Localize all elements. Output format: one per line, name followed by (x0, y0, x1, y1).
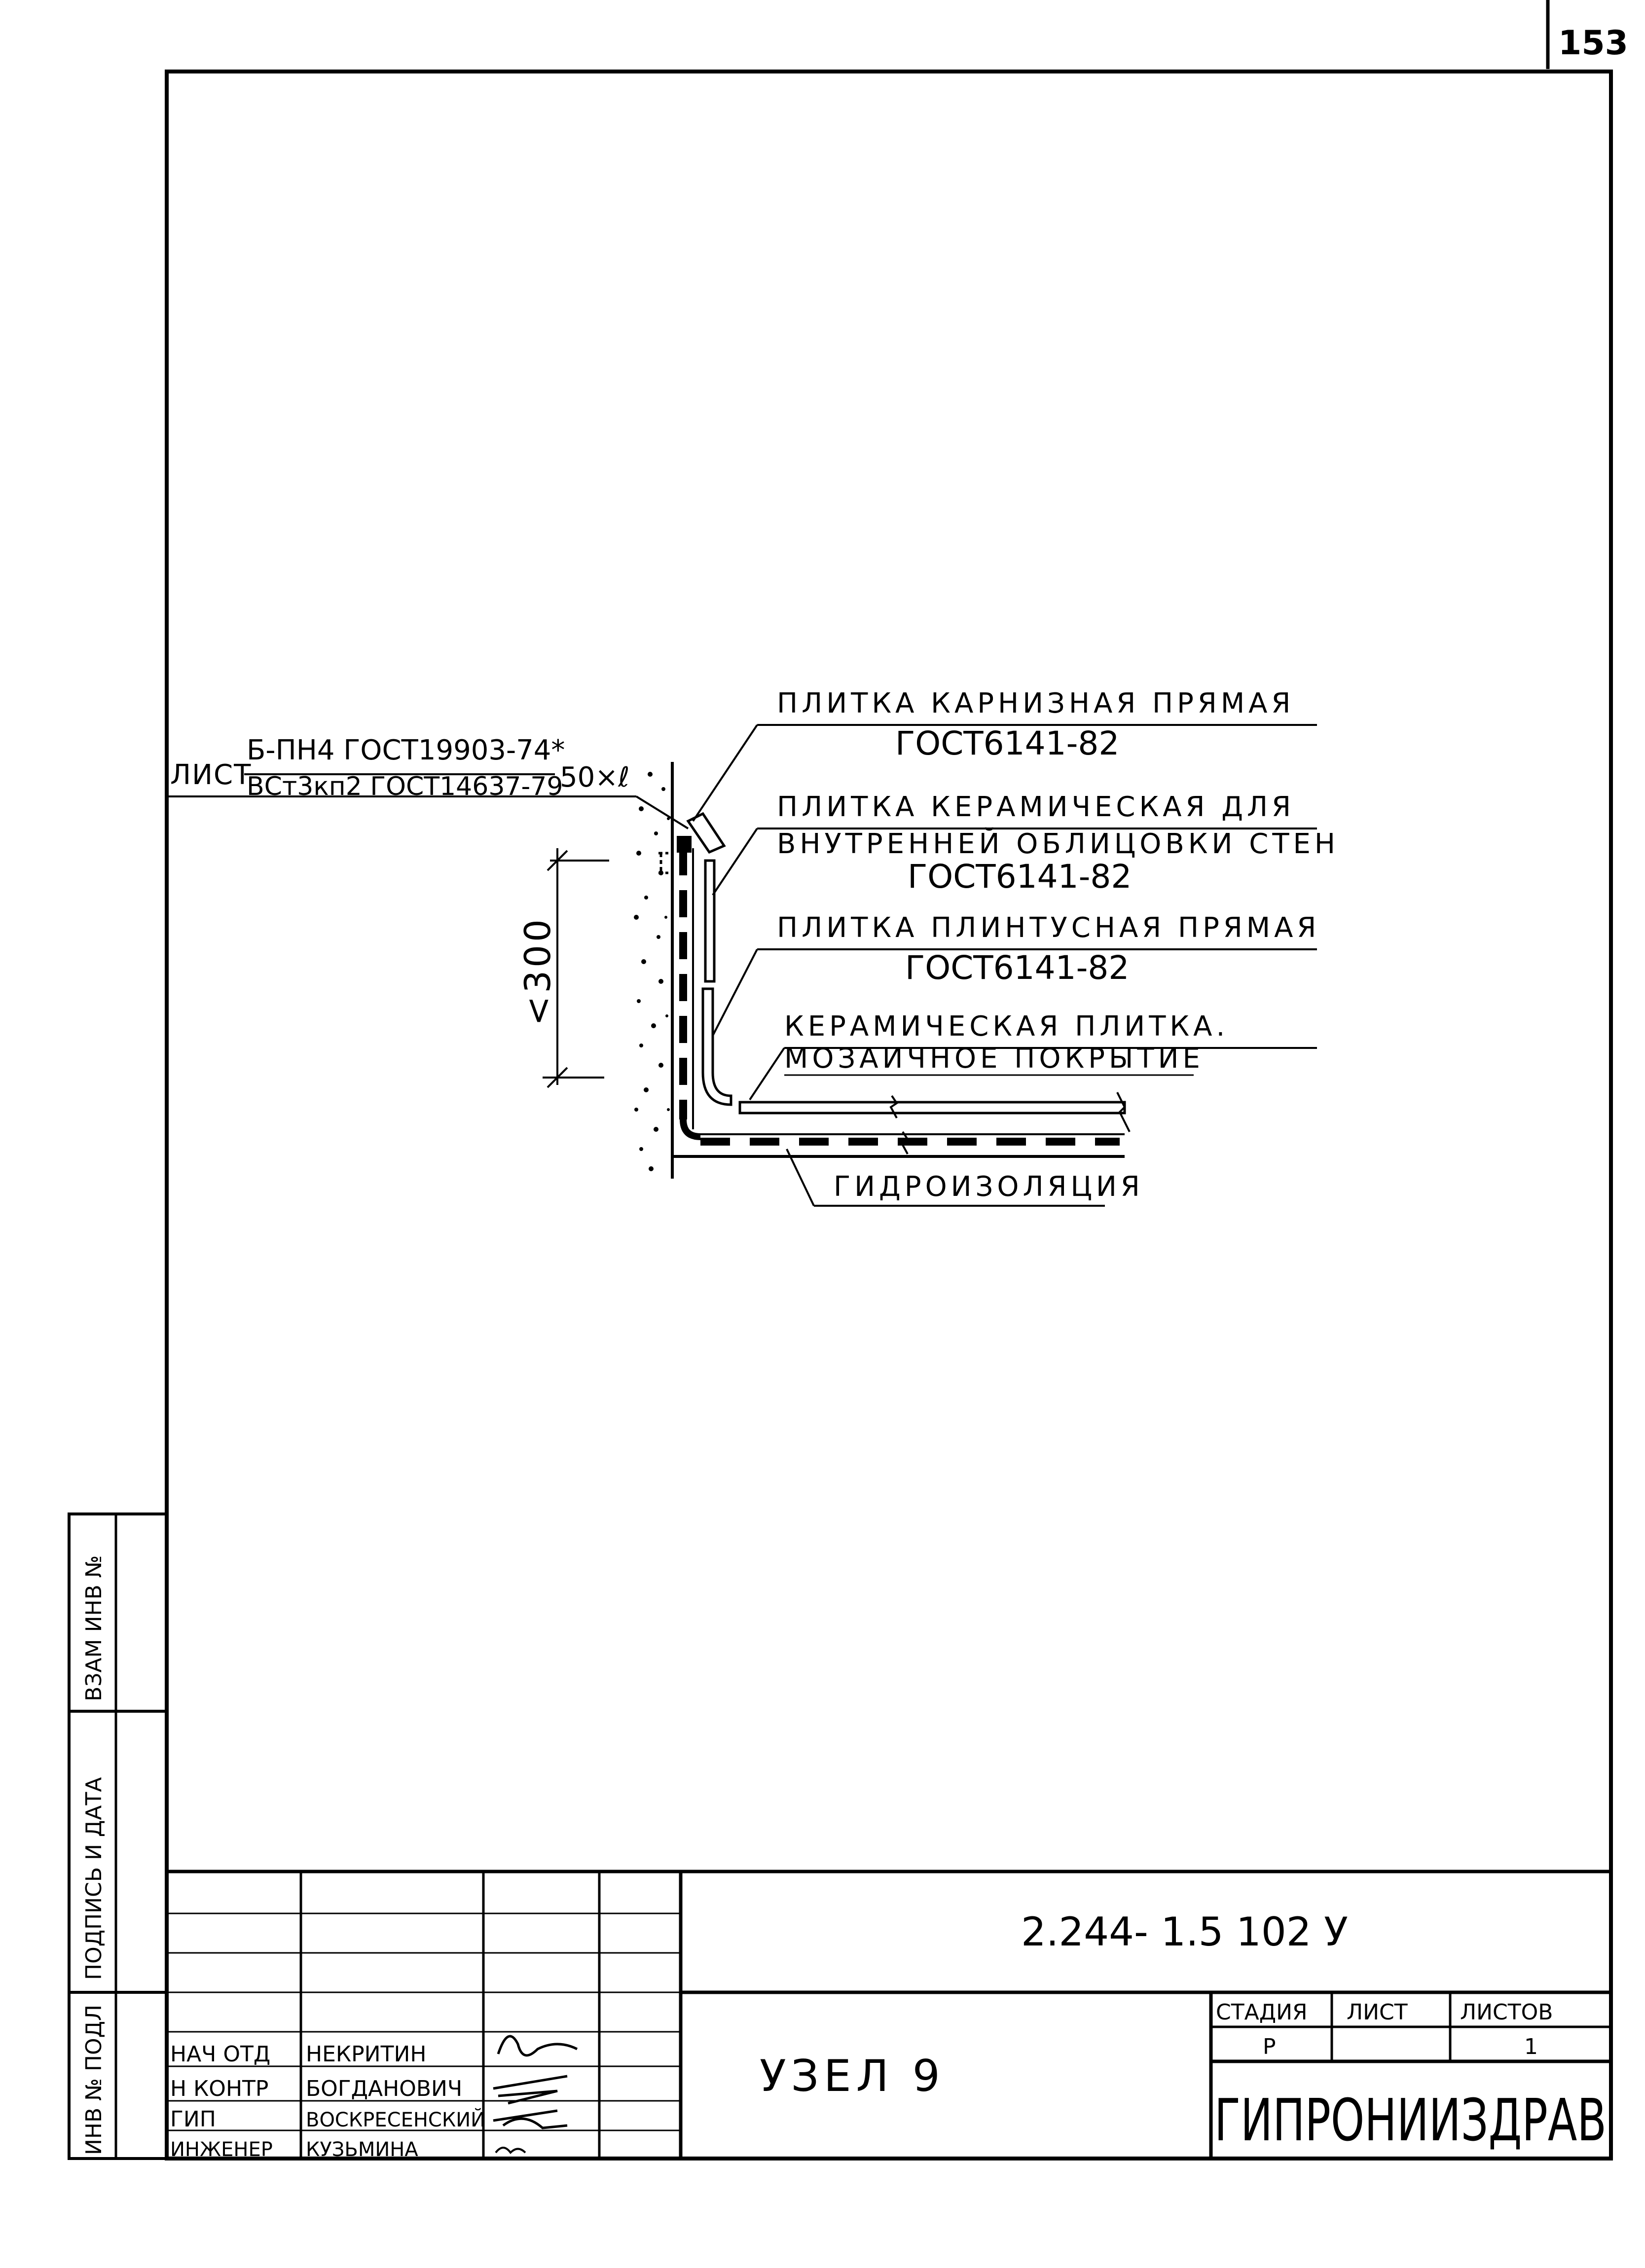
organization-name: ГИПРОНИИЗДРАВ (1214, 2086, 1607, 2154)
wall-hatching (634, 772, 670, 1171)
signature-3 (493, 2109, 568, 2129)
stamp-signature-date: ПОДПИСЬ И ДАТА (81, 1777, 107, 1980)
sheets-header: ЛИСТОВ (1460, 2000, 1553, 2025)
label-ceramic-line2: ВНУТРЕННЕЙ ОБЛИЦОВКИ СТЕН (777, 828, 1339, 860)
signature-2 (493, 2075, 568, 2105)
stage-value: Р (1263, 2034, 1276, 2059)
drawing-frame (165, 70, 1613, 2160)
detail-node-9: <300 (168, 724, 1317, 1207)
page-number: 153 (1558, 24, 1628, 63)
sheets-value: 1 (1524, 2034, 1538, 2059)
sheet-note-bottom: ВСт3кп2 ГОСТ14637-79 (247, 772, 563, 801)
signer-role-2: Н КОНТР (170, 2076, 268, 2101)
signature-4 (495, 2147, 526, 2155)
label-floor-line1: КЕРАМИЧЕСКАЯ ПЛИТКА. (784, 1010, 1229, 1043)
signer-name-2: БОГДАНОВИЧ (306, 2076, 462, 2101)
signer-role-3: ГИП (170, 2107, 216, 2132)
label-floor-line2: МОЗАИЧНОЕ ПОКРЫТИЕ (784, 1043, 1204, 1075)
side-stamps: ИНВ № ПОДЛ ПОДПИСЬ И ДАТА ВЗАМ ИНВ № (68, 1512, 168, 2160)
signature-1 (497, 2035, 578, 2057)
label-ceramic-line1: ПЛИТКА КЕРАМИЧЕСКАЯ ДЛЯ (777, 791, 1295, 823)
signer-role-1: НАЧ ОТД (170, 2042, 270, 2067)
title-block: НАЧ ОТД НЕКРИТИН Н КОНТР БОГДАНОВИЧ ГИП … (167, 1870, 1611, 2161)
stamp-inv-podl: ИНВ № ПОДЛ (81, 2005, 107, 2155)
signer-name-4: КУЗЬМИНА (306, 2138, 418, 2161)
signer-name-3: ВОСКРЕСЕНСКИЙ (306, 2108, 485, 2131)
label-ceramic-line3: ГОСТ6141-82 (908, 858, 1132, 896)
label-plinth-line1: ПЛИТКА ПЛИНТУСНАЯ ПРЯМАЯ (777, 912, 1320, 944)
label-cornice-line1: ПЛИТКА КАРНИЗНАЯ ПРЯМАЯ (777, 687, 1294, 720)
sheet-header: ЛИСТ (1347, 2000, 1408, 2025)
node-title: УЗЕЛ 9 (760, 2051, 945, 2101)
sheet-note-top: Б-ПН4 ГОСТ19903-74* (247, 734, 565, 766)
label-cornice-line2: ГОСТ6141-82 (895, 724, 1119, 762)
signer-name-1: НЕКРИТИН (306, 2042, 426, 2067)
document-code: 2.244- 1.5 102 У (1021, 1909, 1348, 1955)
stamp-vzam-inv: ВЗАМ ИНВ № (81, 1555, 107, 1701)
sheet-note-prefix: ЛИСТ (170, 759, 252, 791)
stage-header: СТАДИЯ (1216, 2000, 1308, 2025)
annotation-labels: ЛИСТ Б-ПН4 ГОСТ19903-74* ВСт3кп2 ГОСТ146… (170, 687, 1339, 1203)
signer-role-4: ИНЖЕНЕР (170, 2138, 273, 2161)
dimension-label: <300 (517, 916, 558, 1026)
label-plinth-line2: ГОСТ6141-82 (905, 949, 1129, 987)
sheet-note-size: 50×ℓ (560, 761, 629, 793)
label-waterproofing: ГИДРОИЗОЛЯЦИЯ (834, 1171, 1144, 1203)
